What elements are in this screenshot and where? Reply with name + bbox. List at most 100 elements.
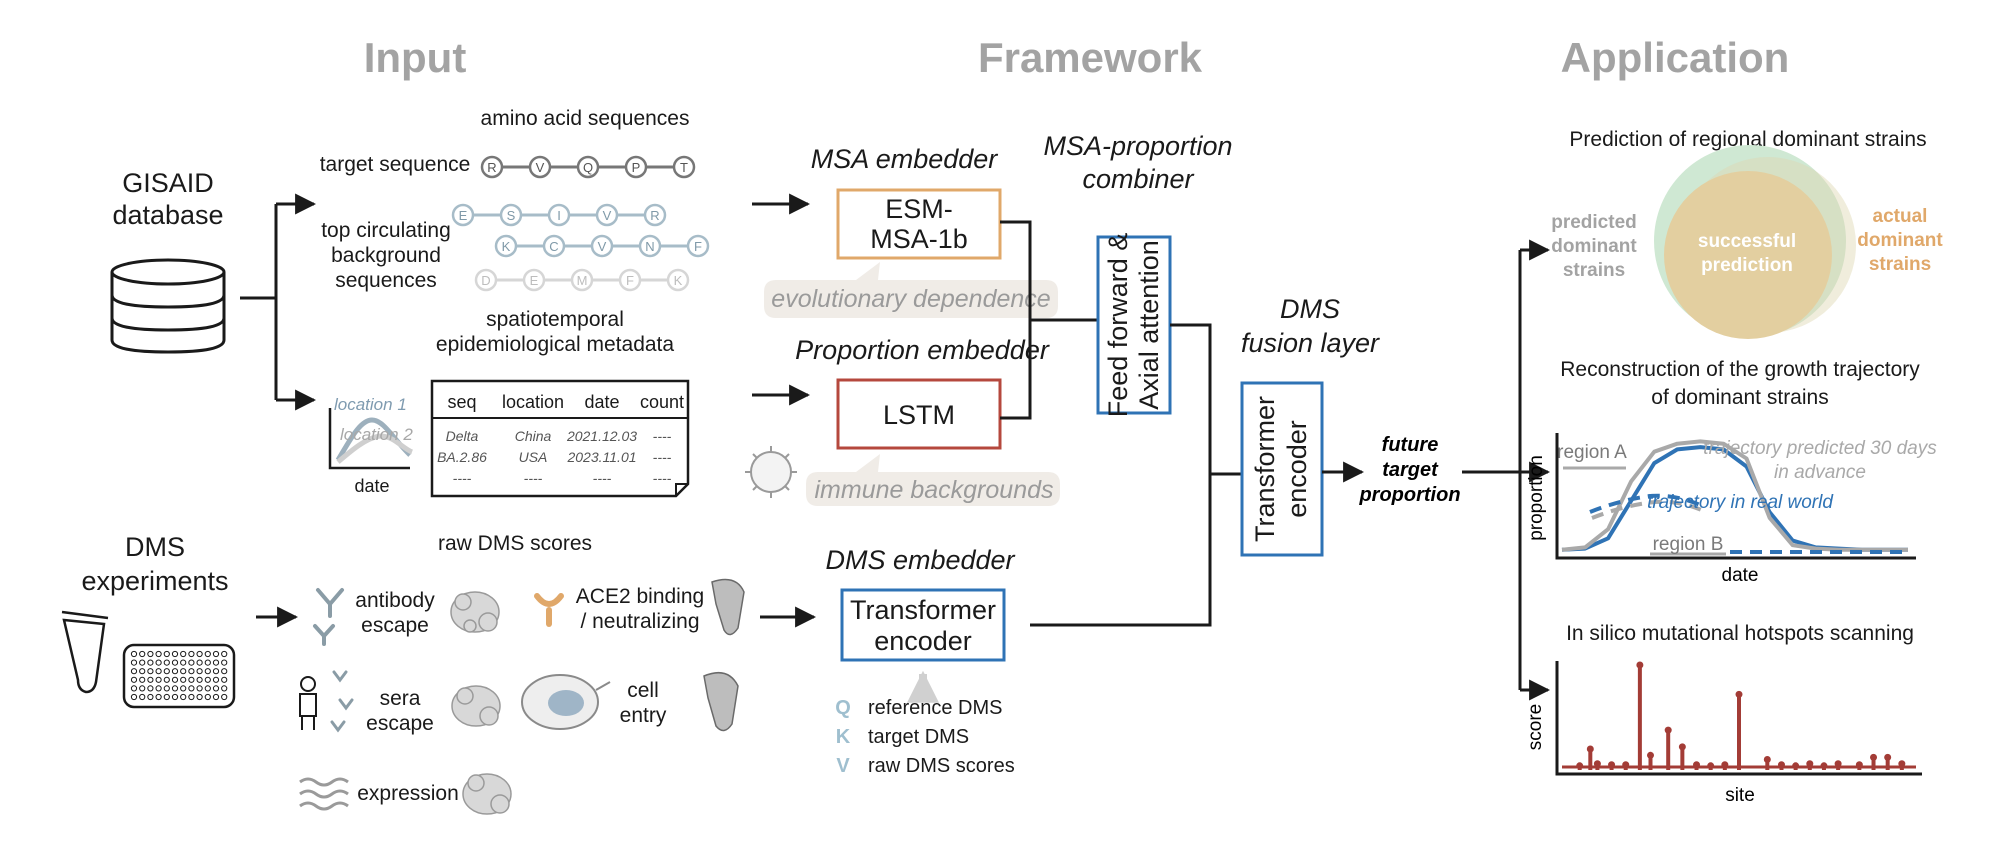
table-cell: ----	[653, 449, 672, 465]
plate-well	[196, 668, 203, 675]
venn-right-line1: actual	[1873, 206, 1928, 227]
qkv-letter: K	[836, 726, 851, 748]
plate-well	[163, 685, 170, 692]
target-residue-letter: T	[680, 160, 688, 175]
background-residue-node	[451, 203, 475, 227]
sera-escape-label-line2: escape	[366, 712, 434, 735]
background-residue-letter: K	[502, 239, 511, 254]
background-residue-node	[570, 268, 594, 292]
evolutionary-dependence-note: evolutionary dependence	[771, 285, 1050, 313]
esm-msa-label-line2: MSA-1b	[870, 224, 968, 254]
venn-center-line2: prediction	[1701, 255, 1793, 276]
protein-structure-icon-2	[451, 685, 501, 727]
plate-well	[139, 685, 146, 692]
tube-icon	[61, 610, 109, 694]
table-cell: ----	[453, 470, 472, 486]
region-b-real-line	[1589, 493, 1701, 514]
hotspot-point	[1777, 761, 1785, 769]
plate-well	[196, 693, 203, 701]
hotspot-point	[1576, 762, 1584, 770]
region-a-label: region A	[1557, 442, 1627, 463]
combiner-title-line1: MSA-proportion	[1043, 131, 1232, 161]
background-residue-letter: S	[507, 208, 516, 223]
antibody-icon	[313, 588, 344, 646]
target-residue-node	[624, 155, 648, 179]
esm-msa-label-line1: ESM-	[885, 194, 953, 224]
qkv-label: target DMS	[868, 726, 969, 748]
trajectory-xlabel: date	[1722, 565, 1759, 586]
metadata-title-line1: spatiotemporal	[486, 308, 624, 331]
location-mini-plot	[328, 408, 414, 470]
background-residue-letter: C	[549, 239, 558, 254]
plate-well	[212, 685, 220, 692]
plate-well	[163, 676, 170, 683]
background-residue-node	[542, 234, 566, 258]
hotspot-point	[1586, 745, 1594, 753]
hotspot-point	[1870, 753, 1878, 761]
trajectory-axes	[1555, 433, 1916, 560]
target-residue-letter: R	[487, 160, 496, 175]
plate-well	[171, 676, 179, 683]
plate-well	[147, 668, 154, 675]
venn-left-line2: dominant	[1551, 236, 1637, 257]
cell-entry-label-line2: entry	[620, 704, 667, 727]
plate-well	[130, 693, 138, 701]
hotspot-point	[1622, 761, 1630, 769]
background-residue-letter: N	[645, 239, 654, 254]
plate-well	[130, 650, 138, 658]
plate-well	[212, 659, 220, 666]
plate-well	[180, 650, 187, 658]
hotspot-xlabel: site	[1725, 785, 1755, 806]
hotspot-point	[1636, 661, 1644, 669]
table-header-cell: date	[584, 392, 619, 412]
table-cell: 2023.11.01	[566, 449, 636, 465]
plate-well	[204, 693, 211, 701]
immune-backgrounds-note: immune backgrounds	[814, 476, 1053, 504]
qkv-label: raw DMS scores	[868, 755, 1015, 777]
plate-well	[221, 685, 228, 692]
plate-well	[204, 650, 211, 658]
plate-well	[196, 650, 203, 658]
target-residue-node	[576, 155, 600, 179]
target-residue-node	[672, 155, 696, 179]
antibody-escape-label-line1: antibody	[355, 589, 435, 612]
protein-structure-icon-1	[450, 591, 500, 633]
combiner-label-line2: Axial attention	[1134, 240, 1164, 410]
background-residue-letter: K	[674, 273, 683, 288]
hotspot-point	[1647, 751, 1654, 759]
dms-experiments-label-line2: experiments	[81, 566, 228, 596]
target-residue-node	[480, 155, 504, 179]
trajectory-series-line	[1561, 439, 1908, 552]
venn-center-line1: successful	[1698, 231, 1796, 252]
table-cell: ----	[653, 428, 672, 444]
plate-well	[171, 668, 179, 675]
background-residue-letter: E	[530, 273, 539, 288]
msa-embedder-title: MSA embedder	[811, 144, 999, 174]
cell-entry-label-line1: cell	[627, 679, 659, 702]
plate-well	[204, 659, 211, 666]
combiner-title-line2: combiner	[1082, 164, 1194, 194]
expression-label: expression	[357, 782, 459, 805]
raw-dms-title: raw DMS scores	[438, 532, 592, 555]
plate-well	[171, 650, 179, 658]
plate-well	[196, 676, 203, 683]
background-residue-node	[686, 234, 710, 258]
background-residue-letter: E	[459, 208, 468, 223]
embedder-merge-bracket	[1000, 220, 1032, 420]
background-residue-node	[494, 234, 518, 258]
table-cell: Delta	[446, 428, 479, 444]
plate-well	[130, 668, 138, 675]
background-label-line1: top circulating	[321, 219, 451, 242]
hotspot-chart	[1555, 661, 1922, 776]
person-icon	[299, 676, 317, 730]
fusion-box-label-line1: Transformer	[1250, 396, 1280, 542]
target-residue-letter: Q	[583, 160, 593, 175]
plate-well	[163, 668, 170, 675]
plate-well	[163, 659, 170, 666]
plate-well	[180, 659, 187, 666]
plate-well	[196, 659, 203, 666]
plate-well	[180, 693, 187, 701]
background-residue-letter: M	[577, 273, 588, 288]
location-2-label: location 2	[340, 425, 413, 444]
trajectory-chart	[1555, 433, 1916, 560]
